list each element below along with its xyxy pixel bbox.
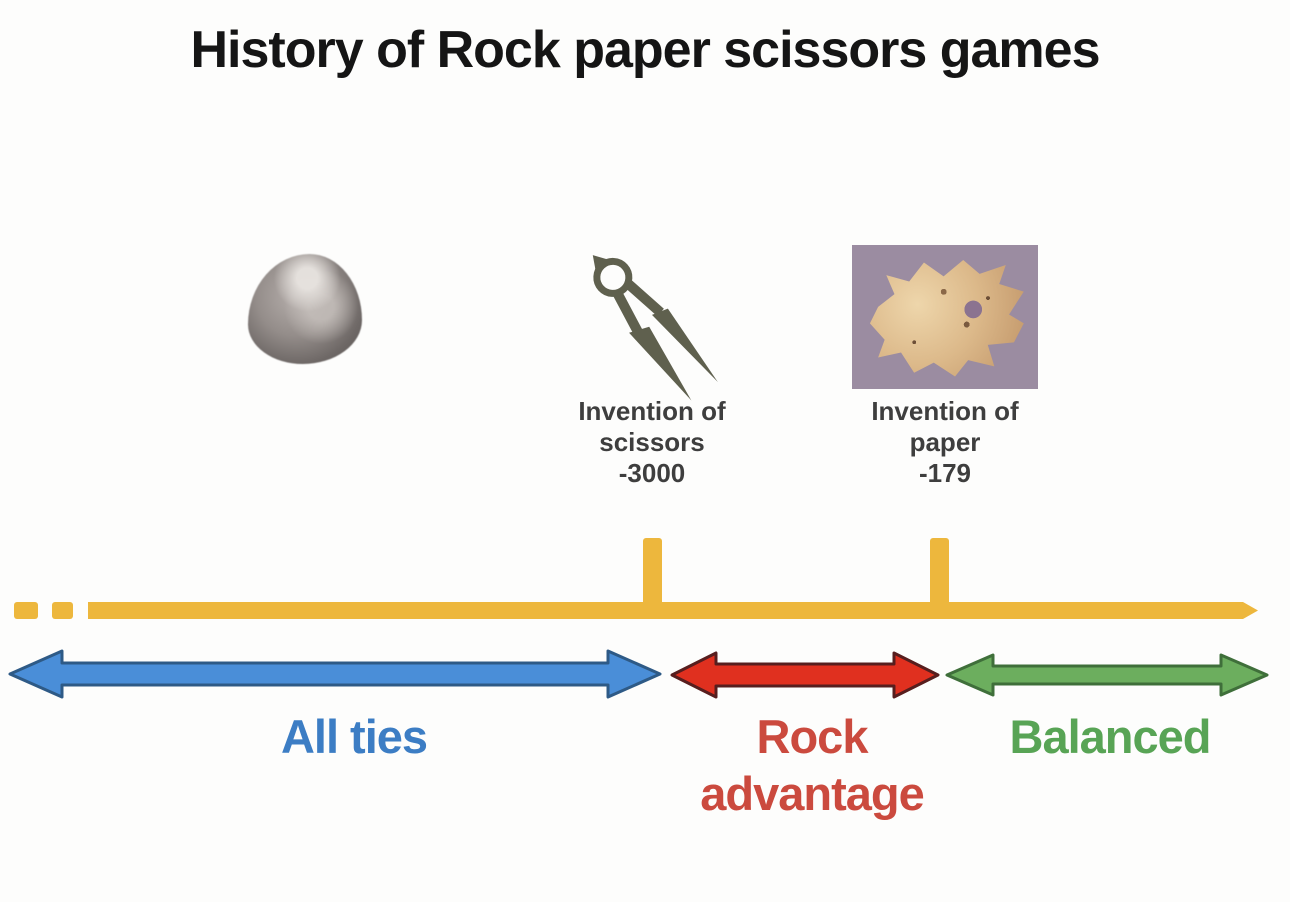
caption-line: Invention of [871,396,1019,426]
balanced-arrow-shape [945,653,1269,697]
scissors-spring-loop [593,257,633,297]
era-label-line: Rock [756,710,869,763]
timeline-bar [88,602,1258,619]
balanced-arrow [945,653,1269,697]
rock-advantage-arrow-shape [670,651,940,699]
caption-line: paper [909,427,981,457]
scissors-caption: Invention of scissors -3000 [532,396,772,489]
balanced-label: Balanced [960,708,1260,765]
paper-fragment [869,259,1024,377]
scissors-arm [612,290,643,335]
era-label-line: advantage [700,767,924,820]
scissors-arm [624,279,664,317]
paper-caption: Invention of paper -179 [825,396,1065,489]
caption-line: Invention of [578,396,726,426]
timeline-dash [52,602,73,619]
all-ties-label: All ties [204,708,504,765]
era-label-line: Balanced [1009,710,1212,763]
all-ties-arrow [8,649,662,699]
caption-year: -179 [918,458,972,488]
era-label-line: All ties [280,710,428,763]
timeline-tick-paper [930,538,949,610]
timeline-tick-scissors [643,538,662,610]
paper-image [852,245,1038,389]
scissors-blade [651,308,718,383]
caption-line: scissors [599,427,705,457]
all-ties-arrow-shape [8,649,662,699]
rock-advantage-arrow [670,651,940,699]
scissors-blade [629,326,692,401]
caption-year: -3000 [618,458,686,488]
rock-image [248,254,362,364]
scissors-finial [592,255,608,271]
page-title: History of Rock paper scissors games [190,21,1100,79]
rock-advantage-label: Rock advantage [662,708,962,822]
scissors-image [592,255,718,401]
timeline-dash [14,602,38,619]
